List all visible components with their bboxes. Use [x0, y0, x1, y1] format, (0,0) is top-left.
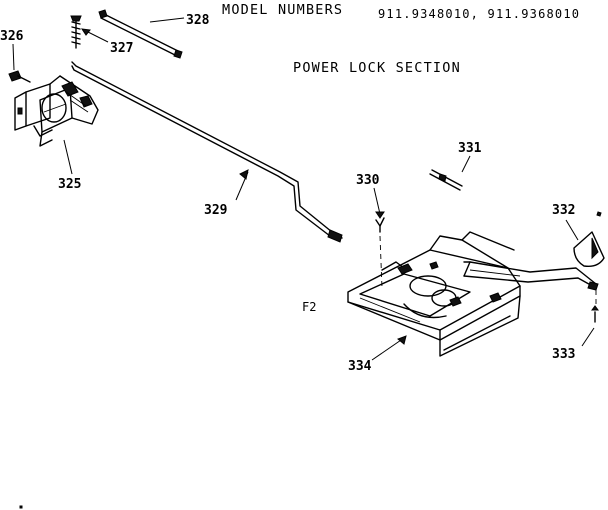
- leader-332: [565, 219, 579, 241]
- part-330-clip: [375, 217, 385, 233]
- part-329-rod: [71, 61, 343, 243]
- scan-speck: [19, 505, 23, 509]
- leader-328: [149, 17, 185, 23]
- callout-331: 331: [458, 141, 482, 156]
- callout-330: 330: [356, 173, 380, 188]
- assembly-line-330: [379, 235, 383, 289]
- callout-326: 326: [0, 29, 24, 44]
- leader-334: [371, 337, 405, 361]
- leader-325: [63, 139, 73, 175]
- part-332-knob: [573, 231, 605, 268]
- part-327-screw: [70, 15, 82, 49]
- arrow-329: [239, 169, 249, 180]
- figure-code: F2: [302, 300, 316, 314]
- arrow-327: [80, 28, 91, 36]
- callout-332: 332: [552, 203, 575, 218]
- callout-325: 325: [58, 177, 81, 192]
- callout-328: 328: [186, 13, 210, 28]
- leader-330: [373, 187, 381, 215]
- callout-327: 327: [110, 41, 133, 56]
- part-333-screw: [591, 305, 599, 323]
- part-334-base-assembly: [347, 231, 599, 357]
- model-numbers-values: 911.9348010, 911.9368010: [378, 7, 580, 21]
- callout-334: 334: [348, 359, 372, 374]
- model-numbers-label: MODEL NUMBERS: [222, 2, 343, 18]
- scan-speck: [596, 211, 602, 217]
- section-title: POWER LOCK SECTION: [293, 60, 461, 76]
- leader-331: [461, 155, 471, 173]
- arrow-330: [375, 211, 385, 219]
- callout-333: 333: [552, 347, 575, 362]
- part-328-pin: [98, 9, 183, 59]
- callout-329: 329: [204, 203, 227, 218]
- leader-326: [12, 43, 15, 71]
- leader-333: [581, 327, 595, 347]
- part-326-bolt: [8, 70, 31, 83]
- arrow-334: [397, 335, 407, 345]
- part-325-actuator: [14, 75, 99, 147]
- part-331-clip: [429, 169, 463, 191]
